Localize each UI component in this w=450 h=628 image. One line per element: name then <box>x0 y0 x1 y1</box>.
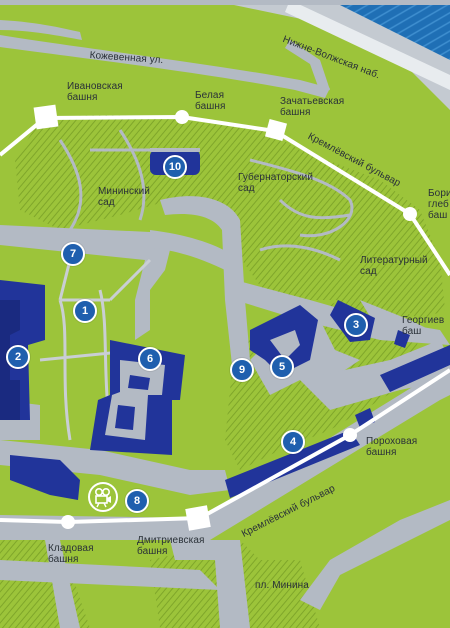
kozhevennaya-street <box>0 35 330 98</box>
label-porokhovaya-tower: Пороховая башня <box>366 436 418 458</box>
poi-marker-3[interactable]: 3 <box>344 313 368 337</box>
porokhovaya-tower[interactable] <box>343 428 357 442</box>
poi-marker-8[interactable]: 8 <box>125 489 149 513</box>
label-zachatievskaya-tower: Зачатьевская башня <box>280 96 345 118</box>
poi-marker-6[interactable]: 6 <box>138 347 162 371</box>
label-gubernatorsky-garden: Губернаторский сад <box>238 172 313 194</box>
poi-marker-9[interactable]: 9 <box>230 358 254 382</box>
label-borisoglebskaya-tower: Бори глеб баш <box>428 188 450 221</box>
poi-marker-2[interactable]: 2 <box>6 345 30 369</box>
poi-marker-4[interactable]: 4 <box>281 430 305 454</box>
label-kladovaya-tower: Кладовая башня <box>48 543 94 565</box>
label-georgievskaya-tower: Георгиев баш <box>402 315 445 337</box>
label-belaya-tower: Белая башня <box>195 90 226 112</box>
embankment-road <box>285 0 450 90</box>
label-literaturny-garden: Литературный сад <box>360 255 428 277</box>
borisoglebskaya-tower[interactable] <box>403 207 417 221</box>
ivanovskaya-tower[interactable] <box>33 104 59 130</box>
label-dmitrievskaya-tower: Дмитриевская башня <box>137 535 205 557</box>
dmitrievskaya-tower[interactable] <box>185 505 211 531</box>
volga-river <box>330 0 450 60</box>
square-label-pl-minina: пл. Минина <box>255 580 309 591</box>
film-camera-icon[interactable] <box>88 482 118 512</box>
poi-marker-5[interactable]: 5 <box>270 355 294 379</box>
label-ivanovskaya-tower: Ивановская башня <box>67 81 123 103</box>
poi-marker-1[interactable]: 1 <box>73 299 97 323</box>
label-mininsky-garden: Мининский сад <box>98 186 150 208</box>
poi-marker-7[interactable]: 7 <box>61 242 85 266</box>
kladovaya-tower[interactable] <box>61 515 75 529</box>
poi-marker-10[interactable]: 10 <box>163 155 187 179</box>
belaya-tower[interactable] <box>175 110 189 124</box>
